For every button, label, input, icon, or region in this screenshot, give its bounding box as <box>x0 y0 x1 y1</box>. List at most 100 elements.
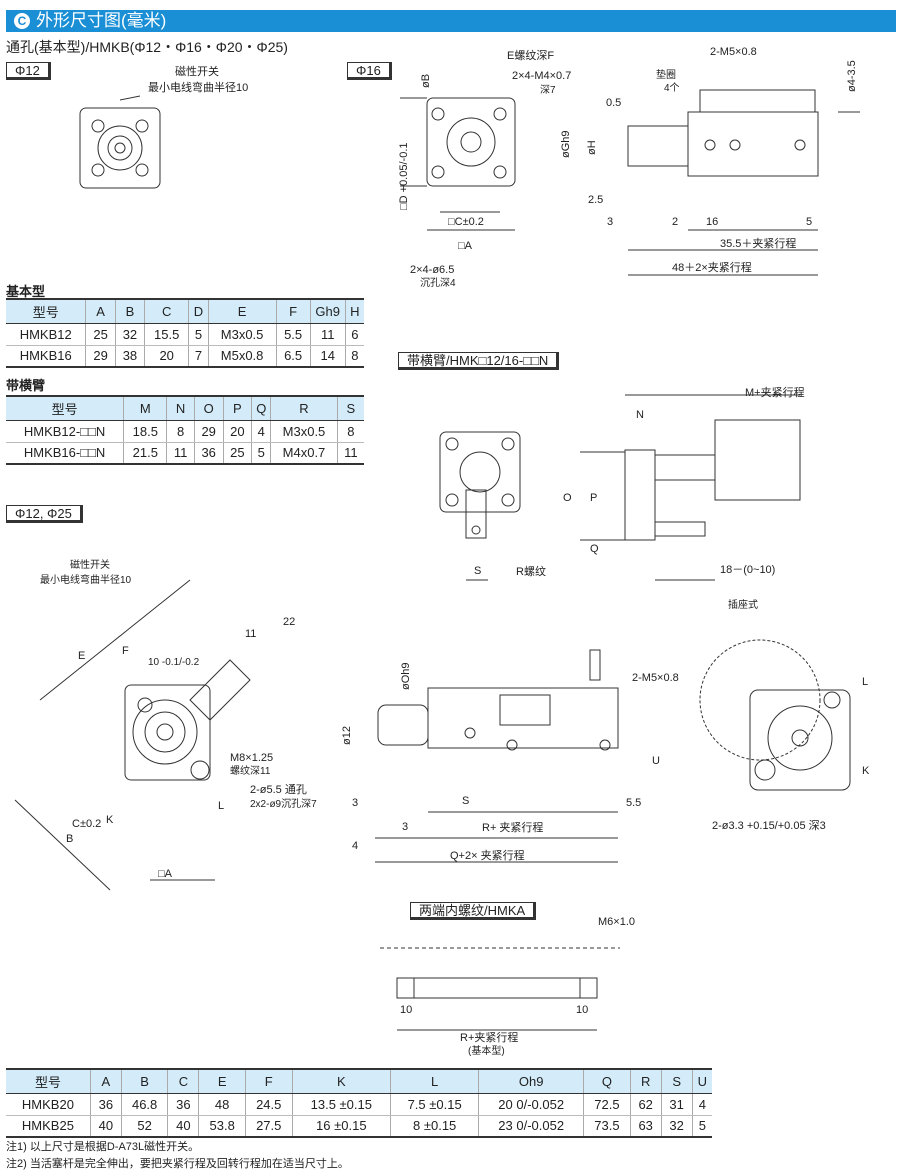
label: P <box>590 492 598 504</box>
table-header-cell: S <box>336 395 364 421</box>
table-header-cell: R <box>629 1068 662 1094</box>
table-cell: 8 <box>336 420 364 443</box>
label: 48＋2×夹紧行程 <box>672 262 752 274</box>
table-cell: 4 <box>251 420 271 443</box>
table-cell: M3x0.5 <box>207 323 276 346</box>
note-2: 注2) 当活塞杆是完全伸出，要把夹紧行程及回转行程加在适当尺寸上。 <box>6 1158 349 1170</box>
table-cell: 72.5 <box>583 1093 631 1116</box>
table-header-cell: F <box>244 1068 293 1094</box>
arm-side-view <box>580 394 801 581</box>
label: (基本型) <box>468 1046 505 1057</box>
section-title: 外形尺寸图(毫米) <box>36 11 167 30</box>
table-header-cell: B <box>114 298 145 324</box>
table-header-cell: A <box>89 1068 122 1094</box>
table-cell: 5 <box>691 1115 712 1138</box>
label: E <box>78 650 86 662</box>
label: N <box>636 409 644 421</box>
label: K <box>106 814 114 826</box>
table-cell: 23 0/-0.052 <box>478 1115 584 1138</box>
table-header-cell: A <box>85 298 116 324</box>
table-cell: 53.8 <box>198 1115 246 1138</box>
table-cell: 62 <box>629 1093 662 1116</box>
table-cell: 32 <box>114 323 145 346</box>
label: 垫圈 <box>656 70 676 81</box>
table-header-cell: P <box>222 395 252 421</box>
label: 磁性开关 <box>70 560 110 571</box>
tag-phi12-25: Φ12, Φ25 <box>6 505 83 523</box>
label: F <box>122 645 129 657</box>
label: R螺纹 <box>516 566 546 578</box>
table-cell: HMKB12 <box>6 323 86 346</box>
label: R+夹紧行程 <box>460 1032 519 1044</box>
hmka-view <box>380 947 620 1031</box>
table-cell: HMKB12-□□N <box>6 420 124 443</box>
label: 最小电线弯曲半径10 <box>148 82 249 94</box>
label: □C±0.2 <box>448 216 484 228</box>
label: 插座式 <box>728 600 758 611</box>
table-cell: 7.5 ±0.15 <box>390 1093 479 1116</box>
tag-phi16: Φ16 <box>347 62 392 80</box>
table2-title: 带横臂 <box>6 378 46 393</box>
subtitle: 通孔(基本型)/HMKB(Φ12・Φ16・Φ20・Φ25) <box>6 39 288 55</box>
table-cell: 36 <box>193 442 224 465</box>
table-cell: 52 <box>120 1115 168 1138</box>
table-cell: 21.5 <box>123 442 167 465</box>
table-header-cell: R <box>270 395 338 421</box>
table-cell: 38 <box>114 345 145 368</box>
table-header-cell: S <box>660 1068 693 1094</box>
label: øB <box>420 73 432 88</box>
table-cell: M4x0.7 <box>270 442 338 465</box>
table-cell: 29 <box>85 345 116 368</box>
table-cell: 20 <box>144 345 189 368</box>
label: ø12 <box>341 726 353 745</box>
label: 螺纹深11 <box>230 766 271 777</box>
table-header-cell: O <box>193 395 224 421</box>
label: R+ 夹紧行程 <box>482 822 544 834</box>
label: 3 <box>607 216 614 228</box>
label: U <box>652 755 660 767</box>
label: M8×1.25 <box>230 752 274 764</box>
table-header-cell: N <box>166 395 195 421</box>
table-header-cell: U <box>691 1068 712 1094</box>
table-header-cell: 型号 <box>6 298 86 324</box>
table-header-cell: 型号 <box>6 1068 91 1094</box>
label: S <box>474 565 482 577</box>
label: 2-ø5.5 通孔 <box>250 784 307 796</box>
middle-side-view <box>375 649 619 863</box>
table-cell: 29 <box>193 420 224 443</box>
table-cell: 5 <box>188 323 209 346</box>
label: 5.5 <box>626 797 642 809</box>
table-cell: 32 <box>660 1115 693 1138</box>
table-cell: 8 <box>166 420 195 443</box>
table-cell: 14 <box>309 345 346 368</box>
table-cell: 6.5 <box>275 345 311 368</box>
phi16-front-view <box>400 97 516 231</box>
label: 磁性开关 <box>175 66 219 78</box>
label: øH <box>586 140 598 155</box>
table-cell: HMKB25 <box>6 1115 91 1138</box>
table-cell: 11 <box>336 442 364 465</box>
table-header-cell: E <box>198 1068 246 1094</box>
table-header-cell: F <box>275 298 311 324</box>
label: 11 <box>245 628 257 640</box>
label: 4个 <box>664 83 680 94</box>
table-cell: 7 <box>188 345 209 368</box>
table-header-cell: H <box>344 298 364 324</box>
label: 35.5＋夹紧行程 <box>720 238 797 250</box>
side-view <box>627 89 860 276</box>
table-header-cell: C <box>144 298 189 324</box>
phi25-front-view <box>14 579 251 891</box>
label: □A <box>158 868 172 880</box>
label: B <box>66 833 74 845</box>
table-header-cell: E <box>207 298 276 324</box>
label: 4 <box>352 840 359 852</box>
